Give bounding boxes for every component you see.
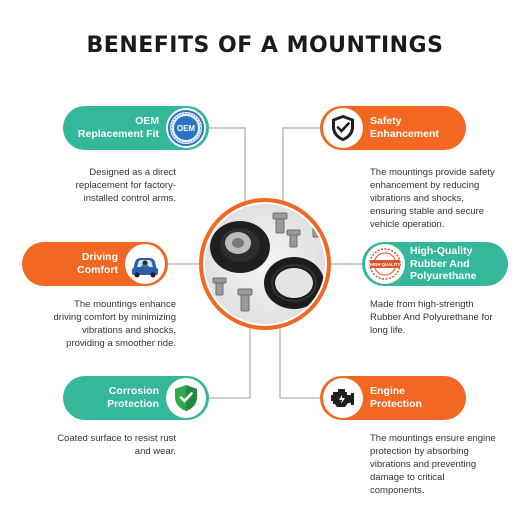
oem-label-line2: Replacement Fit <box>77 128 159 140</box>
corrosion-protection-badge: Corrosion Protection <box>63 376 209 420</box>
oem-badge-text: OEM <box>177 124 196 133</box>
quality-description: Made from high-strength Rubber And Polyu… <box>370 298 520 337</box>
quality-desc-line: Made from high-strength <box>370 299 474 310</box>
oem-desc-line: replacement for factory- <box>75 180 176 191</box>
corrosion-label-line2: Protection <box>107 398 159 410</box>
high-quality-stamp-icon: HIGH QUALITY <box>365 244 405 284</box>
engine-icon <box>323 378 363 418</box>
high-quality-badge: HIGH QUALITY High-Quality Rubber And Pol… <box>362 242 508 286</box>
engine-desc-line: damage to critical <box>370 472 445 483</box>
oem-desc-line: installed control arms. <box>83 193 176 204</box>
driving-desc-line: driving comfort by minimizing <box>53 312 176 323</box>
safety-description: The mountings provide safety enhancement… <box>370 166 520 231</box>
quality-badge-text: HIGH QUALITY <box>370 262 401 267</box>
page-title: BENEFITS OF A MOUNTINGS <box>86 33 444 58</box>
oem-desc-line: Designed as a direct <box>89 167 176 178</box>
corrosion-label-line1: Corrosion <box>108 385 159 397</box>
safety-desc-line: The mountings provide safety <box>370 167 495 178</box>
safety-enhancement-badge: Safety Enhancement <box>320 106 466 150</box>
shield-check-icon <box>166 378 206 418</box>
driving-label-line1: Driving <box>81 251 118 263</box>
driving-desc-line: The mountings enhance <box>74 299 176 310</box>
safety-desc-line: vibrations and shocks, <box>370 193 464 204</box>
engine-desc-line: vibrations and preventing <box>370 459 477 470</box>
engine-desc-line: protection by absorbing <box>370 446 469 457</box>
safety-label-line1: Safety <box>370 115 402 127</box>
driving-desc-line: providing a smoother ride. <box>66 338 176 349</box>
quality-label-line2: Rubber And <box>410 257 470 270</box>
shield-check-icon <box>323 108 363 148</box>
engine-protection-badge: Engine Protection <box>320 376 466 420</box>
driving-comfort-badge: Driving Comfort <box>22 242 168 286</box>
driving-desc-line: vibrations and shocks, <box>82 325 176 336</box>
quality-desc-line: Rubber And Polyurethane for <box>370 312 493 323</box>
quality-label-line1: High-Quality <box>410 245 473 258</box>
engine-label-line1: Engine <box>370 385 406 397</box>
oem-badge-icon: OEM <box>166 108 206 148</box>
oem-replacement-fit-badge: OEM Replacement Fit OEM <box>63 106 209 150</box>
oem-description: Designed as a direct replacement for fac… <box>40 166 176 205</box>
corrosion-description: Coated surface to resist rust and wear. <box>30 432 176 458</box>
safety-desc-line: ensuring stable and secure <box>370 206 485 217</box>
engine-label-line2: Protection <box>370 398 422 410</box>
corrosion-desc-line: and wear. <box>134 446 176 457</box>
driving-label-line2: Comfort <box>77 264 118 276</box>
engine-desc-line: The mountings ensure engine <box>370 433 496 444</box>
safety-desc-line: vehicle operation. <box>370 219 445 230</box>
driving-description: The mountings enhance driving comfort by… <box>40 298 176 350</box>
oem-label-line1: OEM <box>135 115 159 127</box>
driver-car-icon <box>125 244 165 284</box>
quality-label-line3: Polyurethane <box>410 270 477 283</box>
quality-desc-line: long life. <box>370 325 406 336</box>
safety-desc-line: enhancement by reducing <box>370 180 480 191</box>
safety-label-line2: Enhancement <box>370 128 439 140</box>
product-image <box>199 198 331 330</box>
engine-description: The mountings ensure engine protection b… <box>370 432 520 497</box>
engine-desc-line: components. <box>370 485 425 496</box>
corrosion-desc-line: Coated surface to resist rust <box>57 433 176 444</box>
